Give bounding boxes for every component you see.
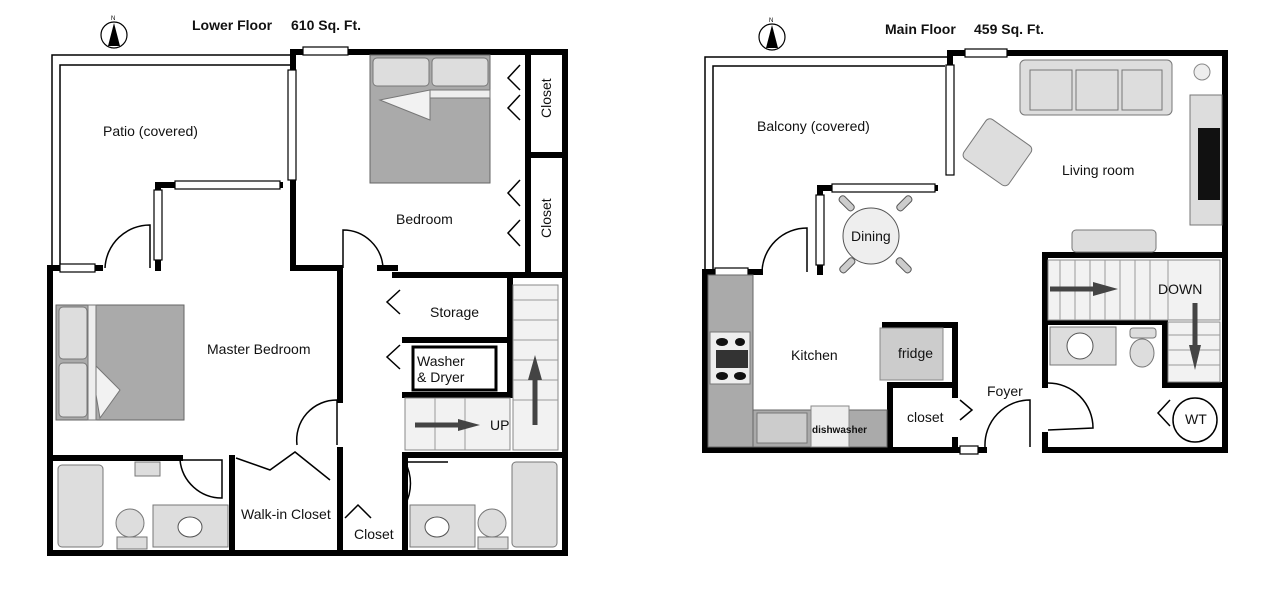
dishwasher-label: dishwasher [812,425,867,436]
room-label-dryer: & Dryer [417,369,465,385]
room-label-balcony: Balcony (covered) [757,118,870,134]
armchair-icon [962,118,1033,187]
lower-floor-area: 610 Sq. Ft. [291,17,361,33]
stairs-up [404,284,559,451]
room-label-master-bedroom: Master Bedroom [207,341,310,357]
stairs-up-label: UP [490,417,509,433]
main-floor-area: 459 Sq. Ft. [974,21,1044,37]
stairs-down [1047,259,1221,383]
half-bath-fixtures [1049,326,1157,368]
fridge-label: fridge [898,345,933,361]
stairs-down-label: DOWN [1158,281,1202,297]
bathroom-fixtures [57,461,558,550]
room-label-dining: Dining [851,228,891,244]
tv-console [1071,229,1157,253]
water-tank-label: WT [1185,411,1207,427]
main-floor-title: Main Floor [885,21,956,37]
room-label-living-room: Living room [1062,162,1134,178]
room-label-patio: Patio (covered) [103,123,198,139]
compass-icon: N [100,16,128,49]
room-label-foyer: Foyer [987,383,1023,399]
bed-icon [55,304,185,421]
room-label-storage: Storage [430,304,479,320]
lower-floor-title: Lower Floor [192,17,273,33]
fireplace-icon [1189,63,1223,226]
sofa-icon [1019,59,1173,116]
lower-floor-plan: N Lower Floor 610 Sq. Ft. [47,16,568,556]
water-tank [1172,397,1218,443]
room-label-closet: Closet [538,198,554,238]
patio-outline [51,54,290,268]
room-label-kitchen: Kitchen [791,347,838,363]
room-label-closet: Closet [538,78,554,118]
svg-text:N: N [111,16,115,22]
room-label-bedroom: Bedroom [396,211,453,227]
svg-text:N: N [769,18,773,24]
room-label-walk-in-closet: Walk-in Closet [241,506,331,522]
room-label-closet: closet [907,409,944,425]
compass-icon: N [758,18,786,51]
room-label-closet: Closet [354,526,394,542]
bed-icon [369,54,491,184]
room-label-washer: Washer [417,353,465,369]
washer-dryer [411,345,498,392]
balcony-outline [704,56,950,270]
main-floor-plan: N Main Floor 459 Sq. Ft. [702,18,1228,455]
kitchen-fixtures [707,274,944,448]
dining-table [838,195,913,274]
